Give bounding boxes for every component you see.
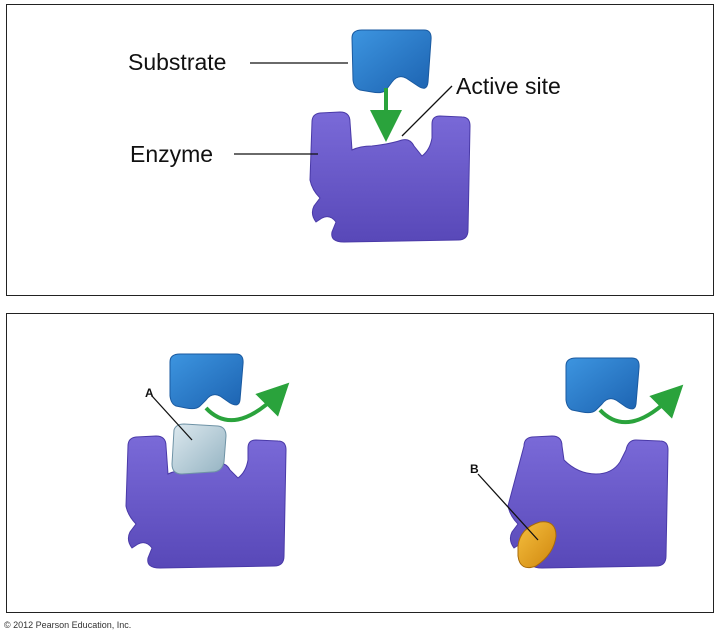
deflect-arrow-left — [204, 382, 290, 423]
copyright-notice: © 2012 Pearson Education, Inc. — [4, 620, 132, 630]
substrate-shape — [351, 29, 432, 94]
enzyme-label: Enzyme — [130, 141, 213, 167]
substrate-shape-left — [169, 353, 244, 410]
inhibitor-b-leader — [477, 473, 539, 541]
deflect-arrow-right — [598, 384, 684, 425]
noncompetitive-inhibitor-shape — [517, 521, 557, 569]
inhibitor-a-label: A — [145, 386, 154, 400]
enzyme-shape — [309, 111, 471, 243]
substrate-shape-right — [565, 357, 640, 414]
active-site-leader — [401, 85, 453, 137]
inhibitor-b-label: B — [470, 462, 479, 476]
inhibitor-a-leader — [151, 395, 193, 441]
enzyme-shape-left — [125, 435, 287, 569]
competitive-inhibitor-shape — [171, 423, 227, 475]
active-site-label: Active site — [456, 73, 561, 99]
substrate-label: Substrate — [128, 49, 226, 75]
